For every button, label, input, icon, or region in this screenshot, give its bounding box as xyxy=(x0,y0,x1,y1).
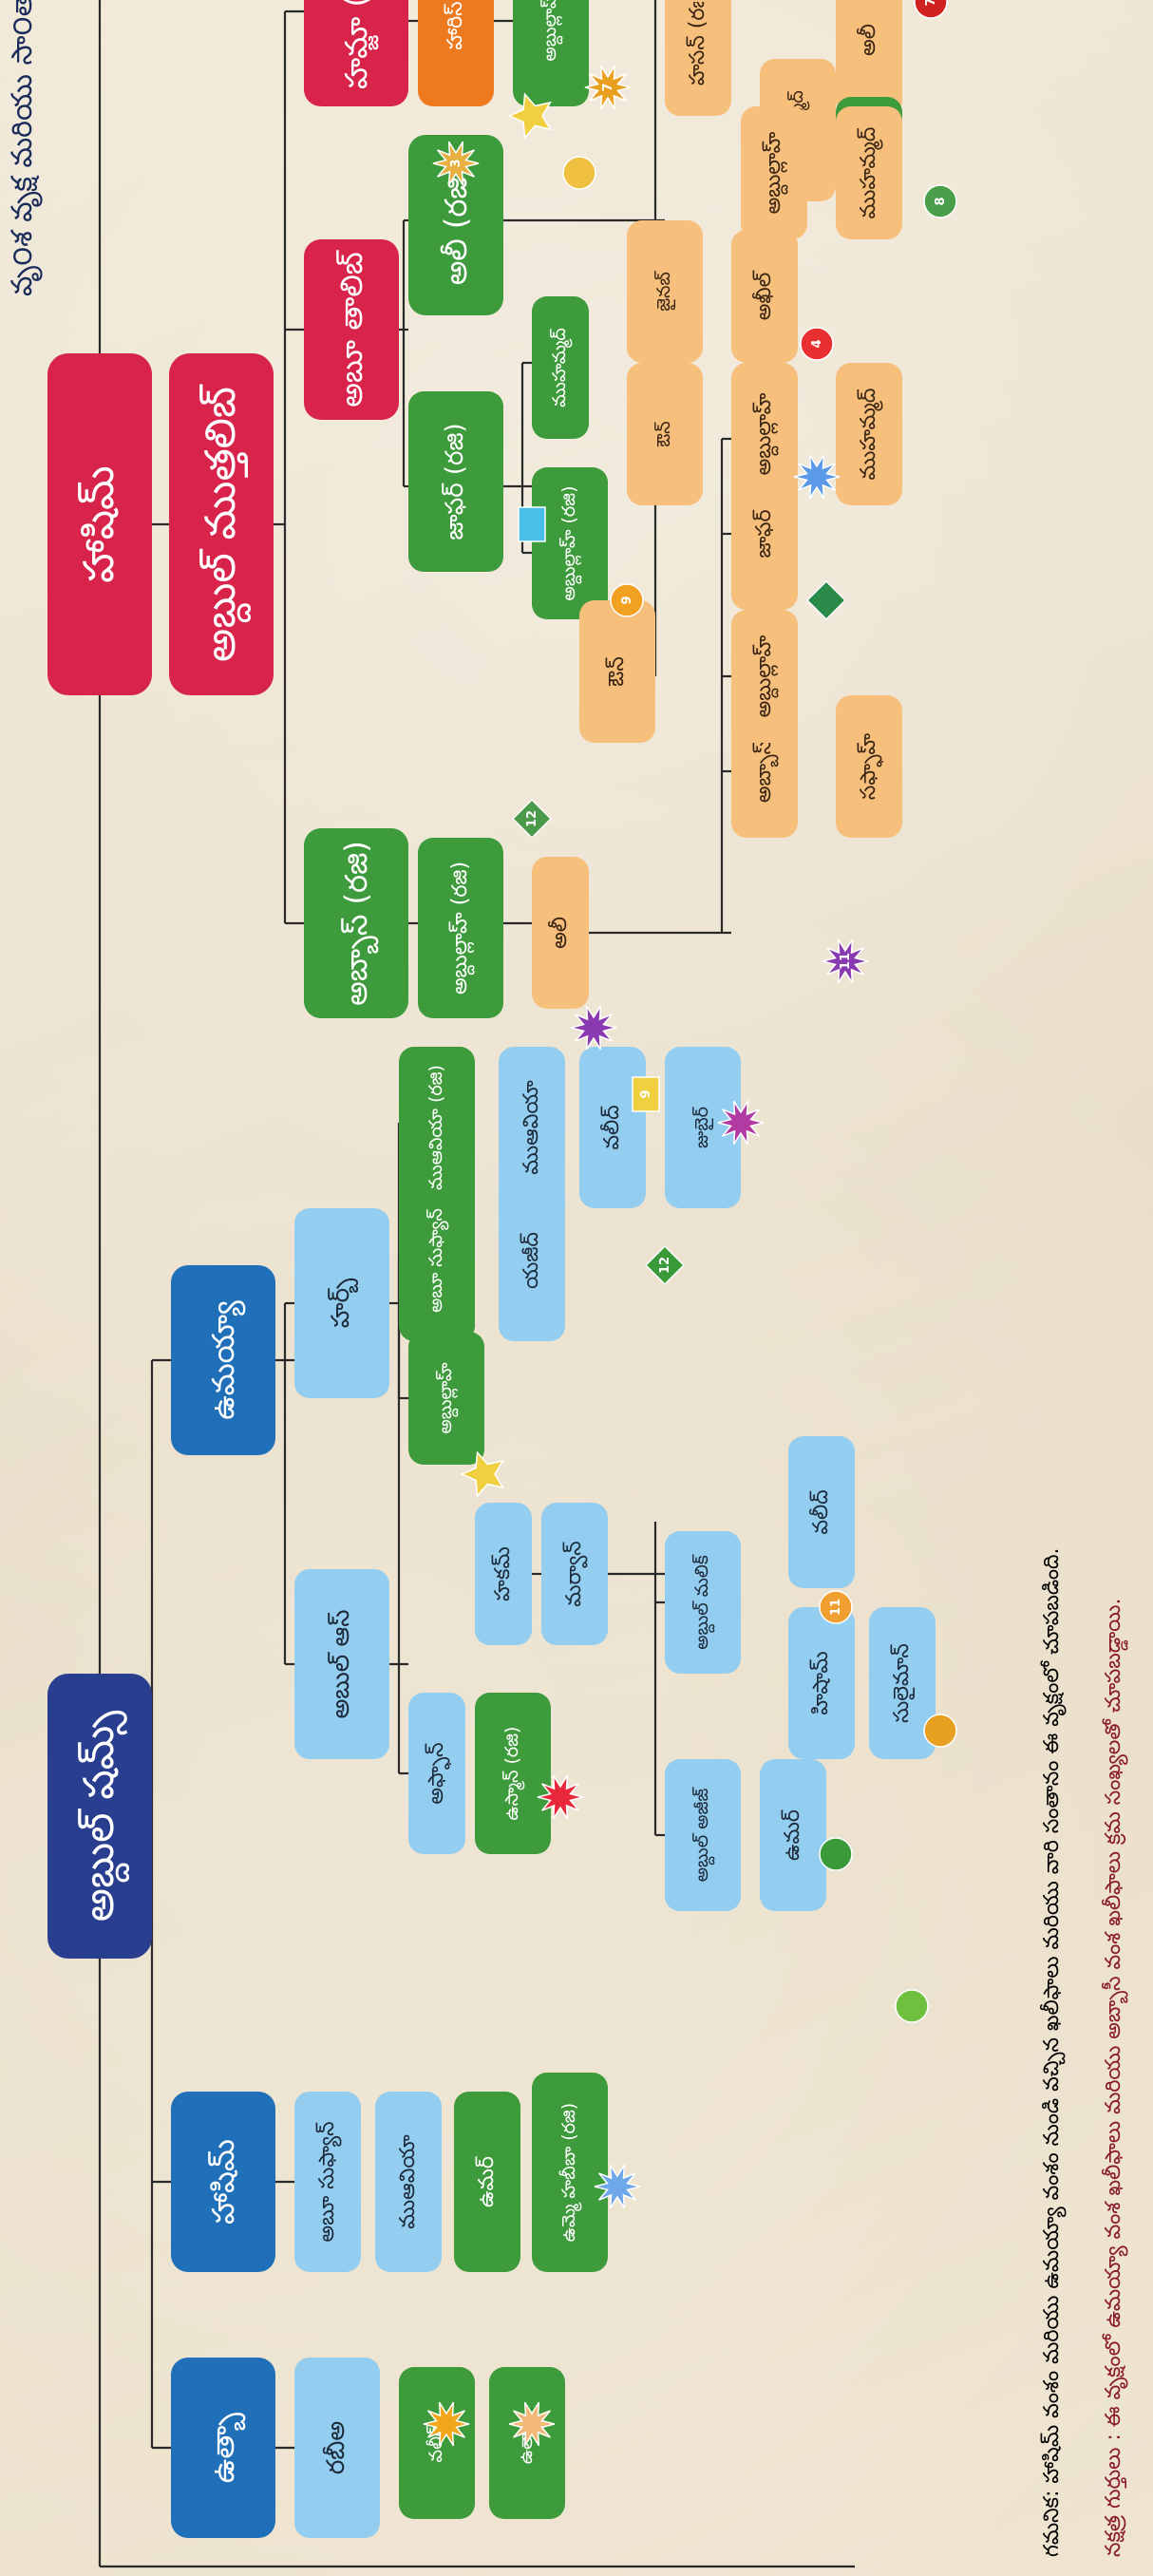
ornament-marker: 12 xyxy=(511,798,553,840)
ornament-marker: 11 xyxy=(819,1590,853,1624)
ornament-marker xyxy=(423,2401,470,2447)
ornament-number: 11 xyxy=(839,953,853,970)
ornament-marker: 12 xyxy=(644,1244,686,1286)
ornament-marker: 4 xyxy=(800,327,834,361)
ornament-marker xyxy=(793,454,841,500)
ornament-marker: 3 xyxy=(432,141,480,186)
ornament-number: 3 xyxy=(449,159,463,167)
ornament-number: 9 xyxy=(620,596,634,604)
ornament-marker xyxy=(594,2164,641,2209)
ornament-marker xyxy=(923,1714,957,1748)
ornament-marker xyxy=(507,92,552,140)
footnote-line-1: గమనిక: హాషిమ్ వంశం మరియు ఉమయ్యా వంశం నుం… xyxy=(1040,1547,1064,2558)
ornament-marker xyxy=(819,1837,853,1871)
ornament-number: 8 xyxy=(934,197,948,205)
ornament-number: 11 xyxy=(829,1599,843,1616)
ornament-number: 9 xyxy=(639,1089,653,1098)
ornament-marker: 9 xyxy=(632,1076,660,1112)
ornament-marker: 7 xyxy=(584,65,632,110)
ornament-number: 12 xyxy=(658,1257,672,1274)
page-title: వృ౦శ వృక్ష మరియు సా౦తాన్యం xyxy=(6,0,39,296)
ornament-marker xyxy=(895,1989,929,2023)
ornament-number: 12 xyxy=(525,810,539,827)
ornament-number: 7 xyxy=(601,83,615,91)
ornament-marker xyxy=(570,1005,617,1051)
ornament-marker xyxy=(537,1774,584,1820)
ornament-number: 4 xyxy=(810,339,824,348)
ornament-marker xyxy=(562,156,596,190)
ornament-marker xyxy=(460,1450,504,1498)
ornament-marker: 11 xyxy=(822,938,869,984)
ornament-marker xyxy=(805,579,847,621)
ornament-marker: 7 xyxy=(914,0,948,19)
ornament-marker: 9 xyxy=(610,583,644,617)
ornament-number: 7 xyxy=(924,0,938,7)
ornament-marker xyxy=(508,2401,556,2447)
footnote-line-2: నక్షత్ర గుర్తులు : ఈ వృక్షంలో ఉమయ్యా వంశ… xyxy=(1102,1598,1125,2557)
ornament-marker xyxy=(518,506,546,542)
ornament-marker: 8 xyxy=(923,184,957,218)
ornament-marker xyxy=(717,1100,765,1146)
